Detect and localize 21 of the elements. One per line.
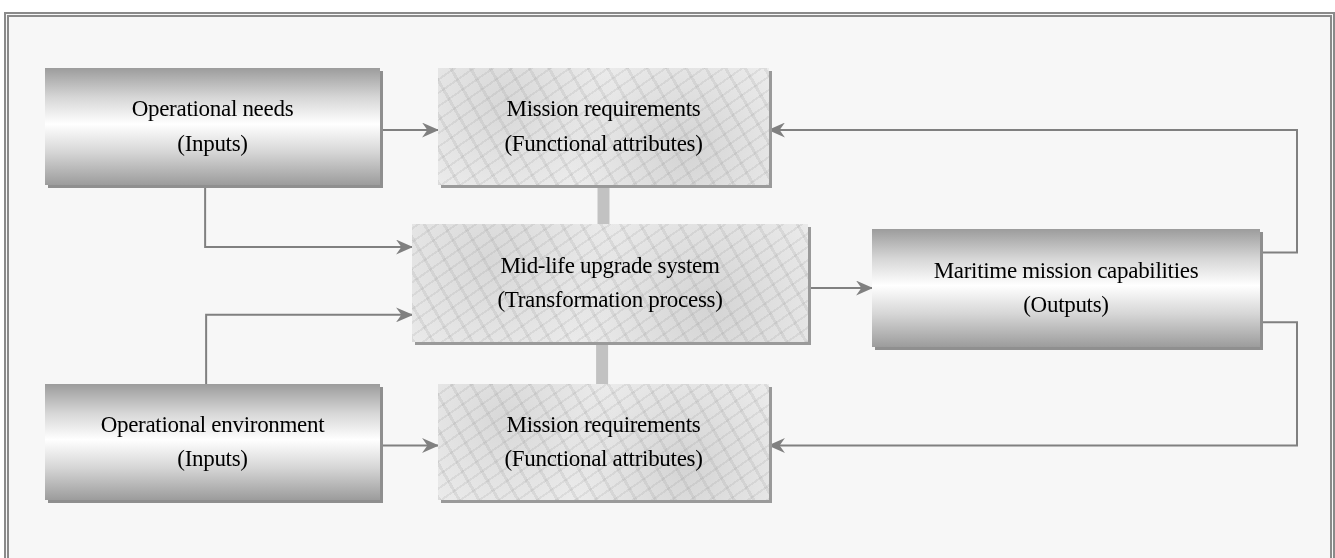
output-box: [872, 229, 1260, 347]
process-box: [412, 224, 808, 342]
node-subtitle: (Inputs): [177, 129, 248, 158]
input-box: [45, 68, 380, 185]
connector-bar: [596, 342, 609, 384]
node-subtitle: (Transformation process): [497, 286, 723, 314]
node-title: Mission requirements: [506, 95, 701, 123]
arrow: [205, 307, 414, 385]
node-title: Mid-life upgrade system: [500, 251, 720, 280]
node-subtitle: (Outputs): [1023, 291, 1109, 319]
node-subtitle: (Inputs): [177, 445, 248, 473]
node-title: Maritime mission capabilities: [933, 256, 1199, 285]
node-title: Mission requirements: [506, 410, 701, 439]
input-box: [45, 384, 380, 500]
node-title: Operational environment: [100, 410, 325, 439]
node-subtitle: (Functional attributes): [504, 129, 703, 158]
node-subtitle: (Functional attributes): [504, 445, 703, 473]
node-title: Operational needs: [131, 95, 294, 123]
requirements-box: [438, 384, 769, 500]
requirements-box: [438, 68, 769, 185]
connector-bar: [597, 185, 610, 224]
